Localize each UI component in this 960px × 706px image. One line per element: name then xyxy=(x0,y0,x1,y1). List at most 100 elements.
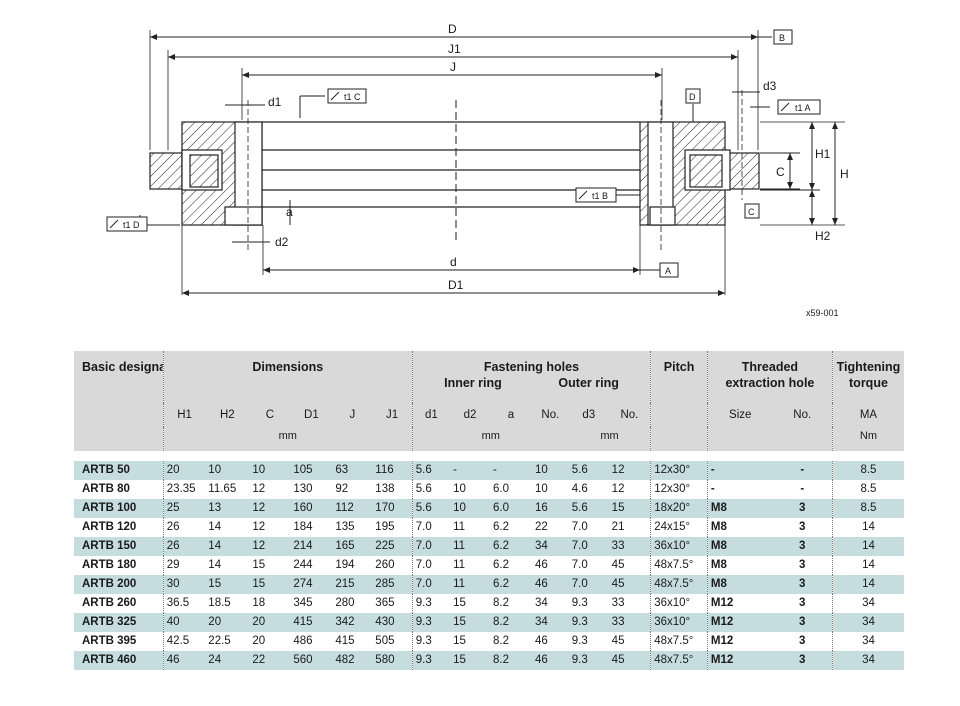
figure-id: x59-001 xyxy=(806,308,839,318)
table-cell: 46 xyxy=(532,651,569,670)
col-d3: d3 xyxy=(568,403,609,427)
table-cell: 16 xyxy=(532,499,569,518)
table-cell: 15 xyxy=(450,613,490,632)
table-cell: 7.0 xyxy=(568,537,609,556)
table-cell: 11 xyxy=(450,518,490,537)
table-cell: 560 xyxy=(290,651,333,670)
table-cell: 8.5 xyxy=(831,480,904,499)
label-d: d xyxy=(450,255,457,269)
table-cell: 12 xyxy=(608,480,651,499)
table-cell: 23.35 xyxy=(162,480,206,499)
table-cell: 3 xyxy=(772,632,833,651)
table-cell: 46 xyxy=(532,575,569,594)
table-cell: 505 xyxy=(372,632,413,651)
table-cell: 33 xyxy=(608,613,651,632)
header-threaded-extraction-hole: Threaded extraction hole xyxy=(706,351,833,403)
col-a: a xyxy=(489,403,532,427)
table-cell: 45 xyxy=(608,632,651,651)
table-cell: 7.0 xyxy=(411,537,451,556)
table-cell: 14 xyxy=(205,537,250,556)
label-J: J xyxy=(450,60,456,74)
label-d2: d2 xyxy=(275,235,289,249)
table-cell: 22 xyxy=(532,518,569,537)
table-cell: 8.2 xyxy=(489,613,532,632)
table-cell: 3 xyxy=(772,518,833,537)
table-cell: 36x10° xyxy=(650,613,708,632)
datum-D: D xyxy=(689,92,696,102)
table-cell: 14 xyxy=(831,556,904,575)
table-cell: - xyxy=(450,461,490,480)
tolerance-t1C: t1 C xyxy=(344,92,361,102)
header-dimensions: Dimensions xyxy=(162,351,413,403)
table-cell: 5.6 xyxy=(568,499,609,518)
unit-dimensions: mm xyxy=(162,427,413,451)
table-cell: 20 xyxy=(162,461,206,480)
table-cell: 46 xyxy=(162,651,206,670)
table-cell: 165 xyxy=(332,537,373,556)
row-designation: ARTB 180 xyxy=(74,556,164,575)
table-cell: 215 xyxy=(332,575,373,594)
row-designation: ARTB 80 xyxy=(74,480,164,499)
datum-C: C xyxy=(748,207,755,217)
table-cell: 20 xyxy=(249,632,291,651)
table-cell: 6.0 xyxy=(489,480,532,499)
table-cell: 14 xyxy=(831,575,904,594)
table-cell: 63 xyxy=(332,461,373,480)
label-D: D xyxy=(448,22,457,36)
table-cell: 6.2 xyxy=(489,518,532,537)
table-cell: 40 xyxy=(162,613,206,632)
table-cell: 184 xyxy=(290,518,333,537)
table-cell: 342 xyxy=(332,613,373,632)
table-cell: 15 xyxy=(249,556,291,575)
table-cell: 18.5 xyxy=(205,594,250,613)
table-cell: M12 xyxy=(706,613,773,632)
col-size: Size xyxy=(706,403,773,427)
table-cell: 29 xyxy=(162,556,206,575)
tolerance-t1B: t1 B xyxy=(592,191,608,201)
table-cell: 9.3 xyxy=(568,613,609,632)
table-cell: 170 xyxy=(372,499,413,518)
header-outer-ring: Outer ring xyxy=(558,376,619,390)
dimensions-table: Basic designation Dimensions Fastening h… xyxy=(74,351,904,670)
table-cell: 3 xyxy=(772,613,833,632)
label-D1: D1 xyxy=(448,278,464,292)
table-cell: 24 xyxy=(205,651,250,670)
col-d1: d1 xyxy=(411,403,451,427)
col-J1: J1 xyxy=(372,403,413,427)
table-cell: 9.3 xyxy=(411,651,451,670)
table-cell: 46 xyxy=(532,556,569,575)
unit-outer-ring: mm xyxy=(568,427,651,451)
table-cell: 116 xyxy=(372,461,413,480)
bearing-drawing: D J1 J d D1 d1 d2 d3 a C H H1 H2 B A C D… xyxy=(106,22,849,318)
table-cell: 12 xyxy=(608,461,651,480)
table-cell: 580 xyxy=(372,651,413,670)
table-cell: M12 xyxy=(706,651,773,670)
label-J1: J1 xyxy=(448,42,461,56)
table-cell: 8.5 xyxy=(831,499,904,518)
table-cell: 135 xyxy=(332,518,373,537)
label-H: H xyxy=(840,167,849,181)
col-H2: H2 xyxy=(205,403,250,427)
table-cell: 34 xyxy=(831,613,904,632)
table-cell: 5.6 xyxy=(568,461,609,480)
table-cell: 48x7.5° xyxy=(650,651,708,670)
tolerance-t1D: t1 D xyxy=(123,220,140,230)
row-designation: ARTB 325 xyxy=(74,613,164,632)
table-cell: 482 xyxy=(332,651,373,670)
table-cell: 15 xyxy=(450,651,490,670)
header-pitch: Pitch xyxy=(650,351,708,403)
table-cell: 244 xyxy=(290,556,333,575)
label-d3: d3 xyxy=(763,79,777,93)
table-cell: 3 xyxy=(772,499,833,518)
table-cell: 48x7.5° xyxy=(650,632,708,651)
label-C: C xyxy=(776,165,785,179)
header-tightening-torque: Tightening torque xyxy=(831,351,904,403)
datum-B: B xyxy=(779,33,785,43)
table-cell: 9.3 xyxy=(568,594,609,613)
table-cell: - xyxy=(706,461,773,480)
